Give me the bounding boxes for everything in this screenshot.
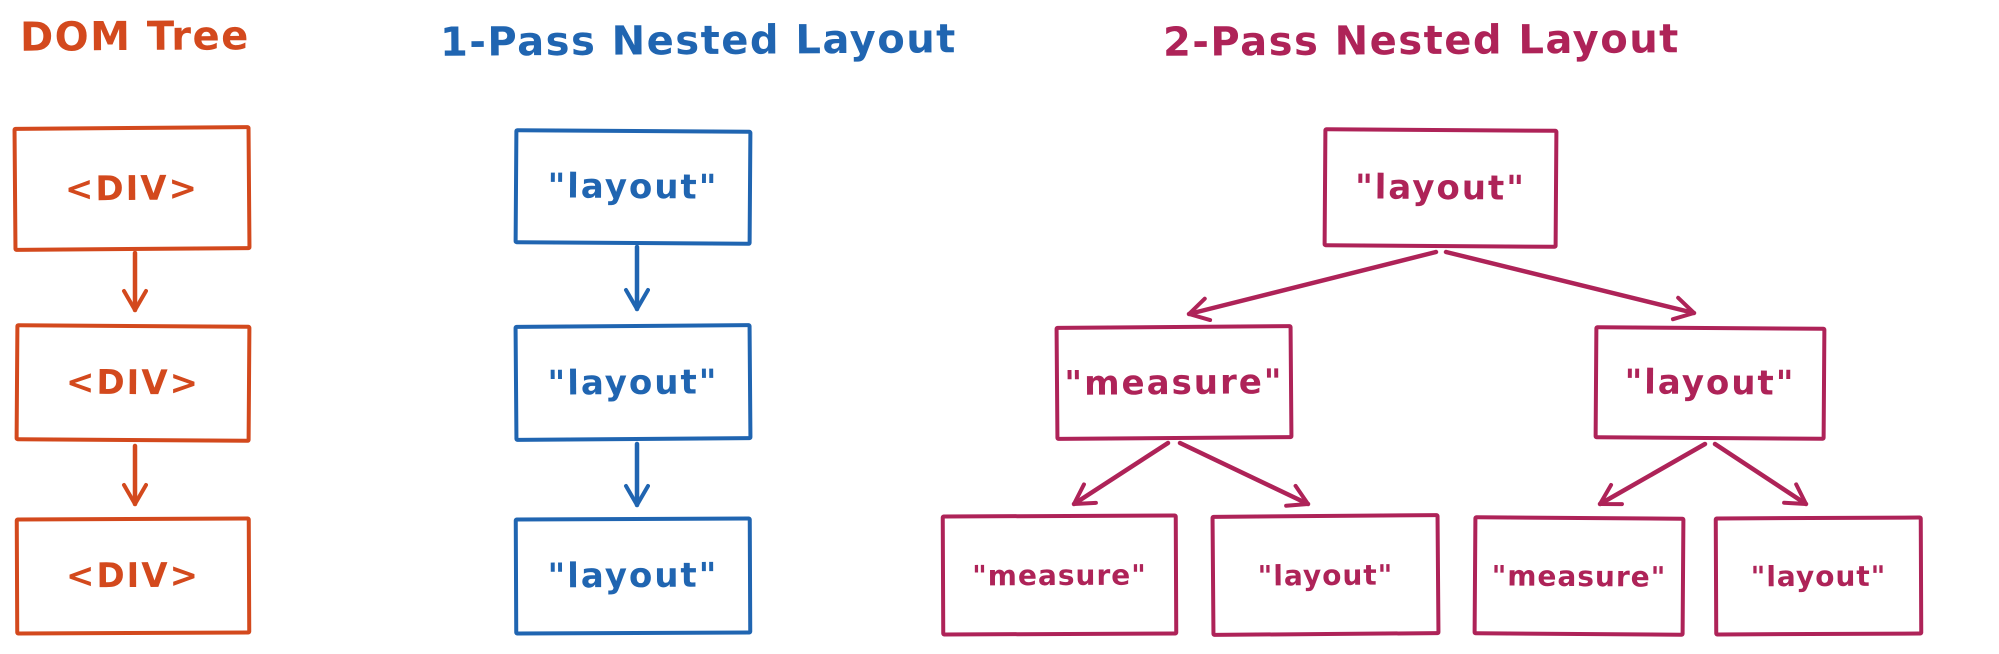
one-pass-node-2: "layout" [513, 323, 753, 442]
arrow-root-layout [1443, 249, 1697, 322]
two-pass-leaf-layout-1: "layout" [1210, 513, 1441, 637]
one-pass-node-3: "layout" [513, 516, 753, 636]
dom-tree-title: DOM Tree [19, 13, 250, 61]
one-pass-node-1: "layout" [513, 128, 753, 246]
two-pass-title: 2-Pass Nested Layout [1162, 16, 1680, 66]
two-pass-mid-layout: "layout" [1593, 325, 1827, 441]
dom-node-2: <DIV> [14, 323, 252, 443]
two-pass-leaf-measure-2: "measure" [1472, 515, 1686, 637]
two-pass-root: "layout" [1322, 127, 1559, 249]
one-pass-title: 1-Pass Nested Layout [439, 16, 957, 66]
arrow-layout-leaf3 [1597, 441, 1708, 507]
arrow-measure-leaf2 [1177, 440, 1311, 508]
dom-node-3: <DIV> [14, 516, 252, 636]
two-pass-leaf-layout-2: "layout" [1713, 515, 1924, 637]
two-pass-leaf-measure-1: "measure" [940, 513, 1179, 637]
arrow-measure-leaf1 [1071, 440, 1171, 507]
dom-node-1: <DIV> [12, 125, 252, 252]
two-pass-mid-measure: "measure" [1054, 324, 1294, 441]
arrow-root-measure [1186, 249, 1439, 323]
arrow-layout-leaf4 [1712, 441, 1809, 507]
